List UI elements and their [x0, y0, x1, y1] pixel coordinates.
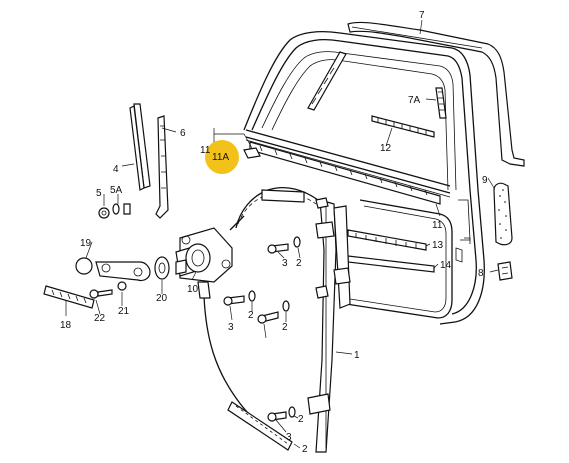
label-2-right: 2 [282, 322, 288, 333]
label-18: 18 [60, 320, 72, 331]
door-seal-7 [347, 21, 525, 167]
trim-strip-12 [371, 115, 435, 138]
strip-13 [347, 229, 427, 251]
label-12: 12 [380, 143, 392, 154]
label-11-right: 11 [432, 220, 443, 231]
guide-channel-6 [155, 115, 169, 219]
strip-18 [43, 285, 95, 309]
label-22: 22 [94, 313, 106, 324]
window-channel-7a [435, 87, 447, 119]
label-4: 4 [113, 164, 119, 175]
label-2-bottom: 2 [302, 444, 308, 455]
washer-5a [112, 203, 120, 215]
label-19: 19 [80, 238, 92, 249]
window-run-seal [307, 51, 347, 111]
nut-5 [98, 207, 110, 219]
label-13: 13 [432, 240, 444, 251]
belt-strip-11 [249, 141, 441, 205]
label-9: 9 [482, 175, 488, 186]
foam-block-9 [493, 182, 513, 246]
strip-14 [347, 255, 435, 273]
bolt-3-right [257, 311, 279, 324]
washer-21 [117, 281, 127, 291]
bolt-3-low [267, 411, 287, 422]
label-2-mid: 2 [248, 310, 254, 321]
guide-channel-4 [129, 103, 151, 191]
clip-8 [497, 261, 513, 281]
washer-2-mid [248, 290, 256, 302]
label-3-mid: 3 [228, 322, 234, 333]
label-20: 20 [156, 293, 168, 304]
label-7: 7 [419, 10, 425, 21]
washer-2-upper [293, 236, 301, 248]
bolt-3-upper [267, 243, 289, 254]
crank-handle-19 [75, 257, 151, 282]
label-5: 5 [96, 188, 102, 199]
bolt-3-mid [223, 295, 245, 306]
highlight-11a-marker [205, 140, 239, 174]
washer-2-low [288, 406, 296, 418]
label-11-top: 11 [200, 145, 211, 156]
label-1: 1 [354, 350, 360, 361]
label-11a: 11A [212, 152, 229, 163]
label-3-upper: 3 [282, 258, 288, 269]
label-8: 8 [478, 268, 484, 279]
label-10: 10 [187, 284, 199, 295]
label-3-low: 3 [286, 432, 292, 443]
regulator-drum-10 [175, 215, 245, 299]
leader-lines [65, 19, 499, 449]
label-14: 14 [440, 260, 452, 271]
label-6: 6 [180, 128, 186, 139]
regulator-rail-1 [307, 199, 351, 453]
clip-11a [243, 147, 261, 159]
screw-22 [89, 289, 113, 299]
label-21: 21 [118, 306, 130, 317]
washer-2-right [282, 300, 290, 312]
label-2-low: 2 [298, 414, 304, 425]
washer-20 [154, 256, 170, 280]
regulator-cable [203, 186, 329, 451]
label-7a: 7A [408, 95, 421, 106]
label-5a: 5A [110, 185, 123, 196]
label-2-upper: 2 [296, 258, 302, 269]
part-labels: 7 7A 12 6 4 5 5A 9 11 13 14 8 1 19 20 18… [60, 10, 488, 455]
bolt-near-5a [123, 203, 131, 215]
door-frame [243, 31, 485, 325]
